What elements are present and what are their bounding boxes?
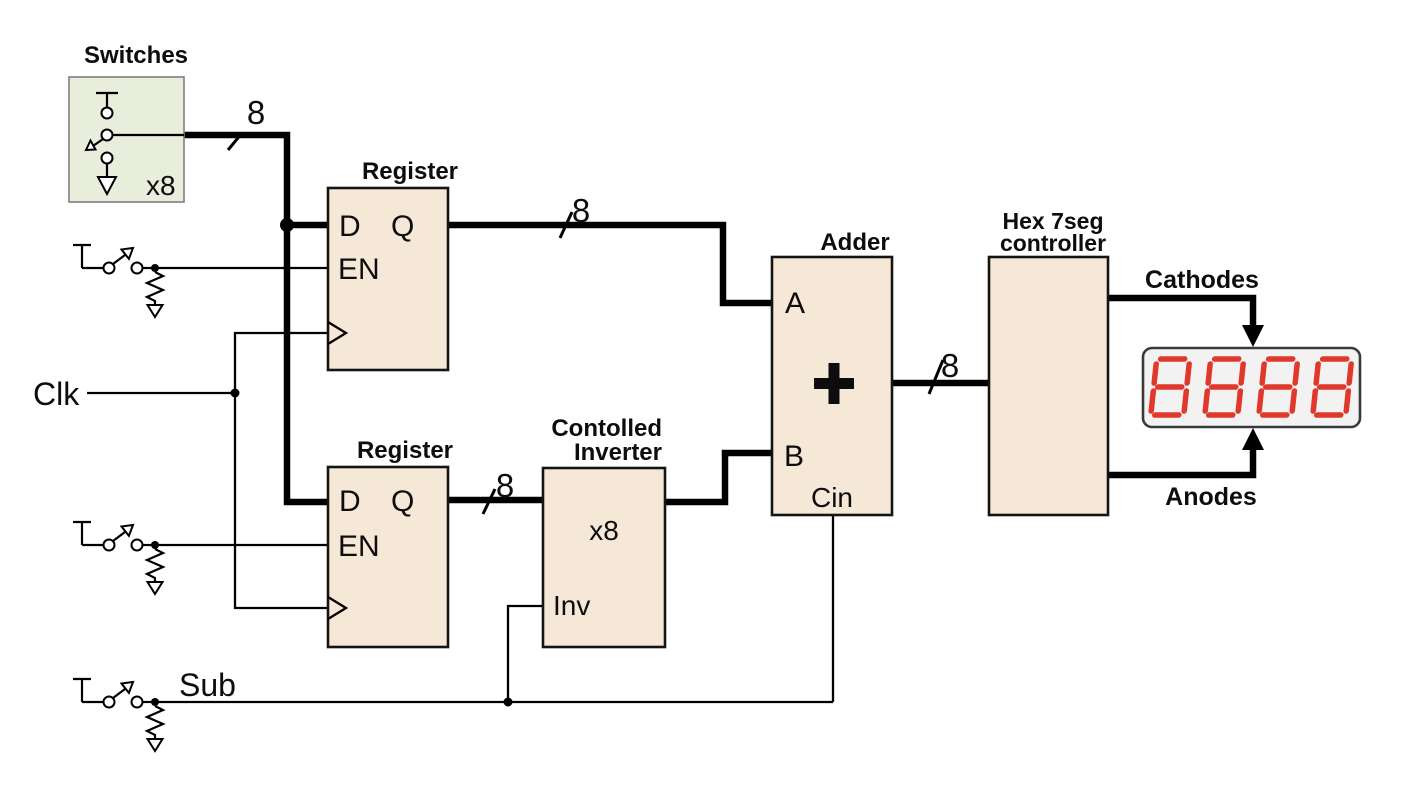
switch-contact-icon (130, 261, 144, 275)
plus-icon (814, 363, 854, 404)
arrowhead-down-icon (1242, 325, 1264, 347)
clk-branch-wire (233, 331, 328, 610)
switch-contact-icon (130, 538, 144, 552)
cathodes-bus (1108, 294, 1264, 347)
register1-title: Register (362, 158, 458, 185)
clk-label: Clk (33, 376, 80, 412)
switch-lever-icon (73, 677, 126, 704)
sub-label: Sub (179, 667, 236, 703)
switches-multiplier-label: x8 (146, 170, 176, 201)
lever-arrow-icon (119, 680, 135, 695)
anodes-wire (1108, 447, 1257, 479)
anodes-label: Anodes (1165, 483, 1257, 511)
cathodes-label: Cathodes (1145, 266, 1259, 294)
controller-title-line1: Hex 7seg (1002, 208, 1103, 234)
clock-edge-icon (327, 596, 349, 620)
switch-contact-icon (102, 695, 116, 709)
switches-bus (184, 131, 328, 506)
seven-segment-digit (1148, 356, 1192, 418)
adder-block: Adder A B Cin (770, 229, 894, 517)
junction-dot (151, 264, 159, 272)
inverter-title-line2: Inverter (574, 439, 662, 466)
switch-lever-icon (73, 243, 126, 270)
register2-title: Register (357, 437, 453, 464)
switch-contact-icon (102, 538, 116, 552)
register1-block: Register D Q EN (326, 158, 458, 372)
d-port-label: D (339, 485, 361, 518)
sub-net (155, 515, 835, 707)
switches-box (68, 76, 185, 203)
cathodes-wire (1108, 294, 1257, 328)
sub-switch (73, 677, 166, 753)
seven-segment-digit (1310, 356, 1354, 418)
junction-dot (230, 388, 240, 398)
q-port-label: Q (391, 485, 414, 518)
controller-box (987, 255, 1110, 517)
bus-width-label: 8 (496, 467, 514, 504)
junction-dot (280, 218, 294, 232)
lever-arrow-icon (119, 523, 135, 538)
bus-width-label: 8 (247, 94, 265, 131)
resistor-icon (144, 548, 166, 582)
inv-port-label: Inv (553, 590, 590, 621)
en1-switch (73, 243, 166, 319)
en2-switch (73, 520, 166, 596)
lever-arrow-icon (119, 246, 135, 261)
switches-title: Switches (84, 42, 188, 69)
cin-port-label: Cin (811, 482, 853, 513)
bus-width-slash (927, 359, 945, 395)
bus-width-label: 8 (572, 192, 590, 229)
b-port-label: B (784, 440, 804, 473)
switch-contact-icon (130, 695, 144, 709)
inverter-out-bus (665, 449, 772, 506)
register2-box (326, 465, 450, 649)
resistor-icon (144, 271, 166, 305)
switches-block: Switches x8 (68, 42, 188, 203)
anodes-bus (1108, 428, 1264, 479)
reg1-q-bus (448, 221, 772, 307)
controlled-inverter-block: Contolled Inverter x8 Inv (541, 415, 667, 649)
ground-arrow-icon (145, 738, 165, 753)
adder-title: Adder (820, 229, 889, 256)
junction-dot (503, 697, 513, 707)
inverter-title-line1: Contolled (551, 415, 662, 442)
switch-contact-icon (102, 261, 116, 275)
seven-segment-digit (1202, 356, 1246, 418)
d-port-label: D (339, 210, 361, 243)
ground-arrow-icon (145, 304, 165, 319)
inv-feed-wire (506, 604, 543, 702)
ground-arrow-icon (96, 176, 118, 197)
bus-width-slash (558, 211, 574, 239)
hex7seg-controller-block: Hex 7seg controller (987, 208, 1110, 517)
arrowhead-up-icon (1242, 428, 1264, 450)
q-port-label: Q (391, 210, 414, 243)
ground-arrow-icon (145, 581, 165, 596)
seven-segment-display (1141, 346, 1362, 429)
junction-dot (151, 541, 159, 549)
inverter-multiplier-label: x8 (589, 515, 619, 546)
bus-width-slash (226, 132, 244, 151)
controller-title-line2: controller (1000, 230, 1106, 256)
en-port-label: EN (338, 530, 380, 563)
dip-switch-icon (92, 91, 184, 176)
en-port-label: EN (338, 253, 380, 286)
inverter-box (541, 466, 667, 649)
register1-box (326, 186, 450, 372)
a-port-label: A (785, 287, 805, 320)
clk-net (87, 331, 328, 610)
junction-dot (151, 698, 159, 706)
bus-width-label: 8 (941, 347, 959, 384)
lever-arrow-icon (84, 138, 98, 152)
resistor-icon (144, 705, 166, 739)
register2-block: Register D Q EN (326, 437, 453, 649)
clock-edge-icon (327, 321, 349, 345)
seven-segment-digit (1256, 356, 1300, 418)
bus-width-slash (481, 488, 497, 515)
switch-lever-icon (73, 520, 126, 547)
display-body (1141, 346, 1362, 429)
